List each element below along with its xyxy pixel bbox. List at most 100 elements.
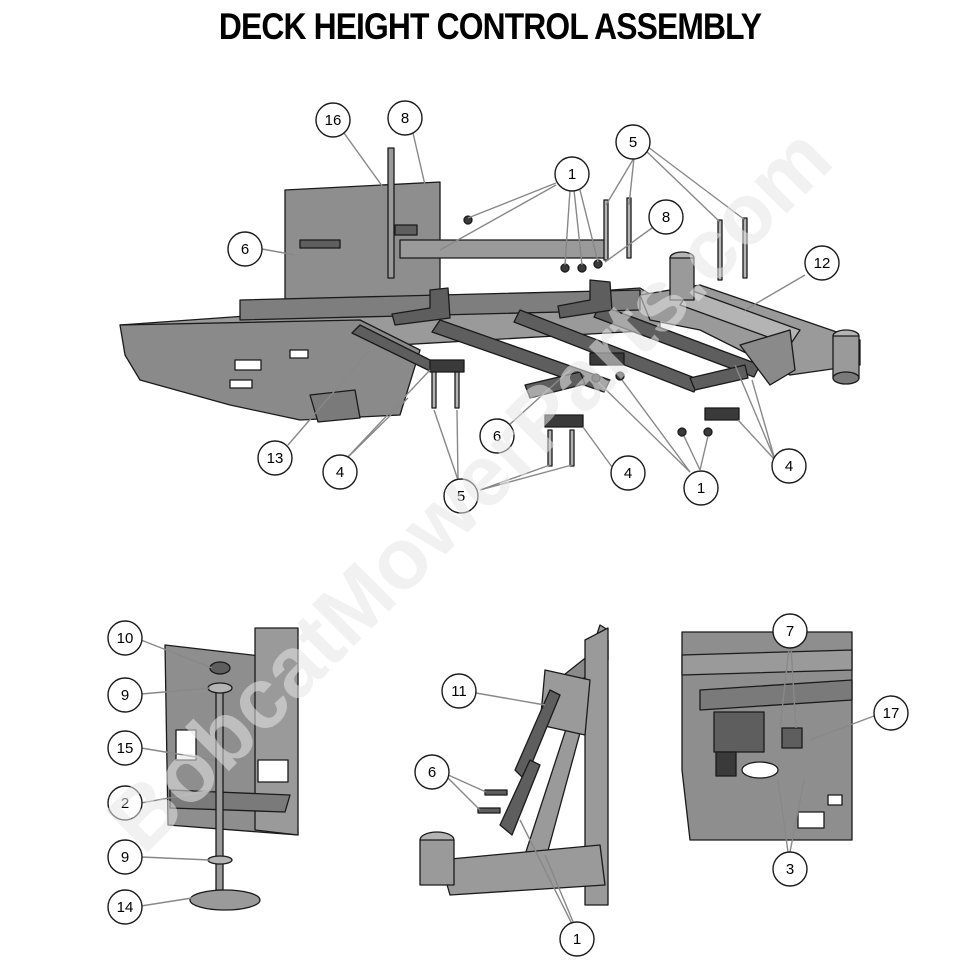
callout-8: 8 [648,199,684,235]
callout-5: 5 [615,124,651,160]
callout-12: 12 [804,245,840,281]
callout-label: 5 [457,488,465,505]
lower-link-center [524,371,586,399]
callout-circle [227,231,263,267]
callout-circle [683,470,719,506]
callout-circle [772,851,808,887]
callout-label: 1 [573,931,581,948]
callout-circle [771,448,807,484]
callout-13: 13 [257,440,293,476]
callout-1: 1 [554,156,590,192]
callout-1: 1 [559,921,595,957]
callout-label: 9 [121,687,129,704]
callout-circle [648,199,684,235]
callout-9: 9 [107,677,143,713]
detail-center-crossbar [439,844,606,896]
callout-label: 12 [814,255,831,272]
callout-label: 9 [121,849,129,866]
callout-circle [107,730,143,766]
callout-1: 1 [683,470,719,506]
callout-11: 11 [441,673,477,709]
callout-circle [443,478,479,514]
callout-label: 5 [629,134,637,151]
callout-circle [414,754,450,790]
callout-7: 7 [772,613,808,649]
callout-label: 14 [117,899,134,916]
upper-crossbar [399,239,606,259]
pivot-arm-center [557,279,613,319]
callout-9: 9 [107,839,143,875]
callout-label: 6 [428,764,436,781]
callout-circle [441,673,477,709]
callout-label: 13 [267,450,284,467]
main-leader-lines [261,132,806,491]
callout-6: 6 [227,231,263,267]
callout-circle [610,455,646,491]
pivot-arm-left [391,287,451,326]
callout-circle [107,785,143,821]
detail-right-spring-block [715,751,737,777]
callout-label: 4 [336,464,344,481]
callout-circle [387,100,423,136]
callout-label: 6 [241,241,249,258]
callout-label: 11 [451,683,467,700]
height-shaft [387,147,395,279]
callout-circle [559,921,595,957]
hanger-bracket [429,359,465,373]
diagram-title: DECK HEIGHT CONTROL ASSEMBLY [218,6,762,47]
callout-14: 14 [107,889,143,925]
detail-left-nut [209,661,231,675]
detail-left-leaders [140,639,215,907]
detail-view-left [164,627,299,911]
callout-circle [107,839,143,875]
callout-circle [322,454,358,490]
callout-circle [107,620,143,656]
lock-nut [463,215,473,225]
callout-8: 8 [387,100,423,136]
lower-link-right [689,364,749,391]
detail-view-center [419,624,609,906]
lift-rod-center [513,309,701,393]
callout-label: 3 [786,861,794,878]
callout-circle [479,418,515,454]
callout-2: 2 [107,785,143,821]
callout-label: 10 [117,630,134,647]
callout-circle [772,613,808,649]
callout-circle [315,102,351,138]
callout-label: 6 [493,428,501,445]
callout-label: 4 [785,458,793,475]
bolt [603,199,609,261]
detail-center-leaders [445,692,575,925]
callout-4: 4 [610,455,646,491]
callout-4: 4 [322,454,358,490]
callout-4: 4 [771,448,807,484]
callout-label: 7 [786,623,794,640]
callout-circle [554,156,590,192]
detail-center-bracket [539,669,591,736]
callout-label: 1 [568,166,576,183]
callout-6: 6 [479,418,515,454]
callout-label: 16 [325,112,342,129]
detail-left-knob [189,889,261,911]
callout-16: 16 [315,102,351,138]
detail-view-right [681,631,853,841]
callout-15: 15 [107,730,143,766]
callout-label: 1 [697,480,705,497]
callout-label: 17 [883,705,900,722]
callout-circle [107,677,143,713]
callout-circle [107,889,143,925]
callout-label: 15 [117,740,134,757]
callout-10: 10 [107,620,143,656]
callout-3: 3 [772,851,808,887]
callout-label: 8 [401,110,409,127]
callout-5: 5 [443,478,479,514]
callout-17: 17 [873,695,909,731]
callout-label: 4 [624,465,632,482]
callout-label: 2 [121,795,129,812]
callout-circle [873,695,909,731]
callout-circle [257,440,293,476]
callout-6: 6 [414,754,450,790]
